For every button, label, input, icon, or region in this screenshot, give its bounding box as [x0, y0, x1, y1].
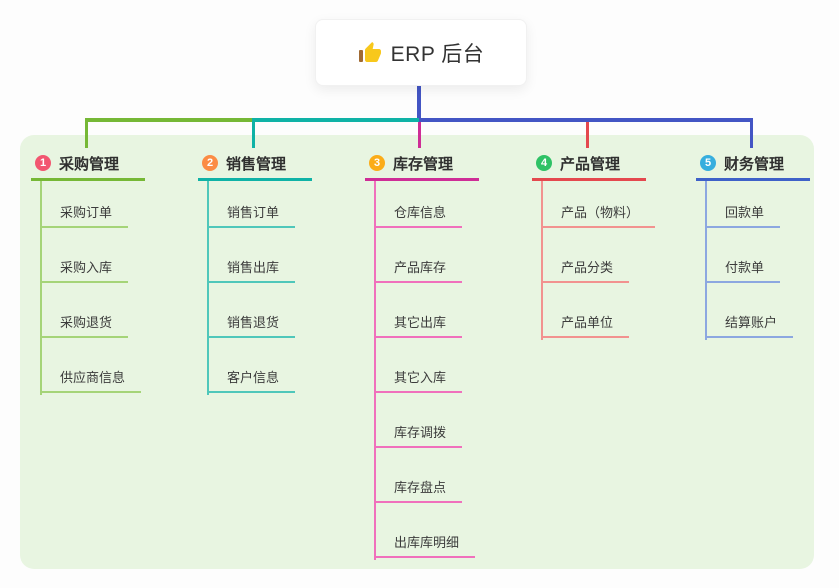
thumbs-up-icon — [358, 41, 382, 65]
connector-drop-inventory — [418, 122, 421, 148]
child-node[interactable]: 库存调拨 — [374, 420, 463, 448]
root-node[interactable]: ERP 后台 — [315, 19, 527, 86]
branch-badge-1: 1 — [35, 155, 51, 171]
branches-panel — [20, 135, 814, 569]
child-node[interactable]: 采购入库 — [40, 255, 129, 283]
connector-drop-sales — [252, 118, 255, 148]
branch-label-purchase: 采购管理 — [59, 155, 120, 173]
spine-sales — [207, 181, 209, 395]
child-node[interactable]: 供应商信息 — [40, 365, 142, 393]
branch-header-finance[interactable]: 5 财务管理 — [696, 148, 810, 181]
child-node[interactable]: 其它入库 — [374, 365, 463, 393]
spine-finance — [705, 181, 707, 340]
branch-label-inventory: 库存管理 — [393, 155, 454, 173]
child-node[interactable]: 仓库信息 — [374, 200, 463, 228]
child-node[interactable]: 库存盘点 — [374, 475, 463, 503]
branch-label-finance: 财务管理 — [724, 155, 785, 173]
child-node[interactable]: 采购订单 — [40, 200, 129, 228]
child-node[interactable]: 采购退货 — [40, 310, 129, 338]
branch-header-purchase[interactable]: 1 采购管理 — [31, 148, 145, 181]
branch-header-product[interactable]: 4 产品管理 — [532, 148, 646, 181]
child-node[interactable]: 产品分类 — [541, 255, 630, 283]
child-node[interactable]: 产品单位 — [541, 310, 630, 338]
branch-header-inventory[interactable]: 3 库存管理 — [365, 148, 479, 181]
child-node[interactable]: 其它出库 — [374, 310, 463, 338]
child-node[interactable]: 出库库明细 — [374, 530, 476, 558]
spine-inventory — [374, 181, 376, 560]
child-node[interactable]: 产品库存 — [374, 255, 463, 283]
connector-drop-product — [586, 122, 589, 148]
branch-badge-5: 5 — [700, 155, 716, 171]
child-node[interactable]: 销售出库 — [207, 255, 296, 283]
connector-horizontal-sales — [252, 118, 419, 122]
child-node[interactable]: 回款单 — [705, 200, 781, 228]
spine-product — [541, 181, 543, 340]
spine-purchase — [40, 181, 42, 395]
branch-badge-3: 3 — [369, 155, 385, 171]
branch-badge-2: 2 — [202, 155, 218, 171]
branch-label-sales: 销售管理 — [226, 155, 287, 173]
connector-horizontal-right — [419, 118, 753, 122]
connector-horizontal-purchase — [85, 118, 252, 122]
child-node[interactable]: 付款单 — [705, 255, 781, 283]
connector-drop-finance — [750, 118, 753, 148]
branch-badge-4: 4 — [536, 155, 552, 171]
child-node[interactable]: 销售退货 — [207, 310, 296, 338]
child-node[interactable]: 产品（物料） — [541, 200, 656, 228]
child-node[interactable]: 销售订单 — [207, 200, 296, 228]
connector-root-stem — [417, 84, 421, 119]
branch-label-product: 产品管理 — [560, 155, 621, 173]
root-node-label: ERP 后台 — [390, 42, 485, 66]
child-node[interactable]: 结算账户 — [705, 310, 794, 338]
branch-header-sales[interactable]: 2 销售管理 — [198, 148, 312, 181]
child-node[interactable]: 客户信息 — [207, 365, 296, 393]
connector-drop-purchase — [85, 118, 88, 148]
